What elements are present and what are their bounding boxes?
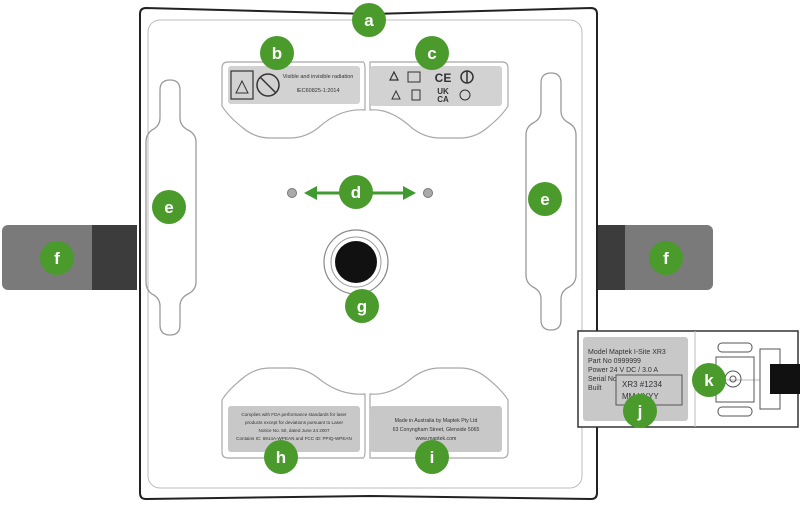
label-h-plate: [228, 406, 360, 452]
label-i-line2: 63 Conyngham Street, Glenside 5065: [393, 427, 480, 433]
callout-f-marker: [40, 241, 74, 275]
info-power: Power 24 V DC / 3.0 A: [588, 367, 658, 374]
callout-f: f: [649, 241, 683, 275]
label-i-line1: Made in Australia by Maptek Pty Ltd: [395, 418, 478, 424]
callout-layer: a b c d e e f f g h i j k: [40, 3, 726, 474]
callout-e-letter: e: [540, 190, 549, 209]
laser-warning-label: Visible and invisible radiation IEC60825…: [228, 66, 360, 104]
callout-j: j: [623, 394, 657, 428]
callout-e-marker: [152, 190, 186, 224]
callout-e-letter: e: [164, 198, 173, 217]
callout-k: k: [692, 363, 726, 397]
label-h-line3: Notice No. 50, dated June 24 2007: [259, 428, 330, 433]
label-b-standard: IEC60825-1:2014: [296, 88, 339, 94]
callout-h-letter: h: [276, 448, 286, 467]
label-i-plate: [370, 406, 502, 452]
callout-f-marker: [649, 241, 683, 275]
callout-j-marker: [623, 394, 657, 428]
locating-pin-left: [287, 188, 297, 198]
laser-hazard-icon: [235, 79, 249, 94]
label-h-line1: Complies with FDA performance standards …: [241, 412, 347, 417]
locating-pin-right: [423, 188, 433, 198]
certification-label: CE UK CA: [370, 66, 502, 106]
compliance-mark-icon: [459, 89, 471, 101]
callout-c-letter: c: [427, 44, 436, 63]
callout-f-letter: f: [663, 249, 669, 268]
label-b-plate: [228, 66, 360, 104]
callout-a-letter: a: [364, 11, 374, 30]
info-serial-label: Serial No: [588, 376, 617, 383]
info-part: Part No 0999999: [588, 358, 641, 365]
callout-c-marker: [415, 36, 449, 70]
manufacturer-label: Made in Australia by Maptek Pty Ltd 63 C…: [370, 406, 502, 452]
no-look-icon: [256, 73, 280, 97]
callout-e-marker: [528, 182, 562, 216]
callout-d-marker: [339, 175, 373, 209]
info-model: Model Maptek I-Site XR3: [588, 349, 666, 356]
slot-top: [717, 342, 753, 353]
info-panel: Model Maptek I-Site XR3 Part No 0999999 …: [577, 330, 800, 428]
label-c-plate: [370, 66, 502, 106]
arrow-head-left-icon: [304, 186, 317, 200]
callout-e: e: [528, 182, 562, 216]
callout-k-marker: [692, 363, 726, 397]
recess-bottom-left: [221, 367, 366, 459]
no-look-slash-icon: [259, 76, 277, 94]
callout-i: i: [415, 440, 449, 474]
manual-icon: [407, 71, 421, 83]
callout-h: h: [264, 440, 298, 474]
callout-i-letter: i: [430, 448, 435, 467]
recess-bottom-right: [369, 367, 509, 459]
callout-b: b: [260, 36, 294, 70]
callout-e: e: [152, 190, 186, 224]
callout-j-letter: j: [637, 402, 643, 421]
callout-c: c: [415, 36, 449, 70]
laser-class-icon: [230, 70, 254, 100]
rcm-mark-icon: [391, 89, 401, 100]
weee-bin-icon: [411, 89, 421, 101]
ukca-line2: CA: [437, 95, 449, 104]
info-plate: [583, 337, 688, 421]
label-h-line2: products except for deviations pursuant …: [245, 420, 344, 425]
callout-d: d: [339, 175, 373, 209]
callout-a-marker: [352, 3, 386, 37]
info-built-label: Built: [588, 385, 602, 392]
mount-socket-hole: [335, 241, 377, 283]
callout-g-marker: [345, 289, 379, 323]
cable-plug: [770, 364, 800, 394]
strap-left-dark: [92, 225, 137, 290]
fda-compliance-label: Complies with FDA performance standards …: [228, 406, 360, 452]
callout-a: a: [352, 3, 386, 37]
info-serial-value: XR3 #1234: [622, 380, 663, 389]
recess-top-right: [369, 61, 509, 139]
handle-slot-right: [525, 72, 577, 331]
recess-top-left: [221, 61, 366, 139]
callout-h-marker: [264, 440, 298, 474]
callout-g: g: [345, 289, 379, 323]
ukca-line1: UK: [437, 87, 449, 96]
label-i-line3: www.maptek.com: [416, 436, 457, 442]
callout-k-letter: k: [704, 371, 714, 390]
handle-slot-left: [145, 79, 197, 336]
callout-f-letter: f: [54, 249, 60, 268]
callout-f: f: [40, 241, 74, 275]
callout-b-marker: [260, 36, 294, 70]
slot-bottom: [717, 406, 753, 417]
label-b-text: Visible and invisible radiation: [283, 74, 354, 80]
warning-triangle-icon: [389, 70, 399, 81]
arrow-head-right-icon: [403, 186, 416, 200]
callout-d-letter: d: [351, 183, 361, 202]
connector-center: [729, 375, 737, 383]
ce-mark-icon: CE: [435, 71, 452, 85]
callout-g-letter: g: [357, 297, 367, 316]
callout-b-letter: b: [272, 44, 282, 63]
callout-i-marker: [415, 440, 449, 474]
label-h-line4: Contains IC: 6914A-WPEAN and FCC ID: PPI…: [236, 436, 352, 441]
